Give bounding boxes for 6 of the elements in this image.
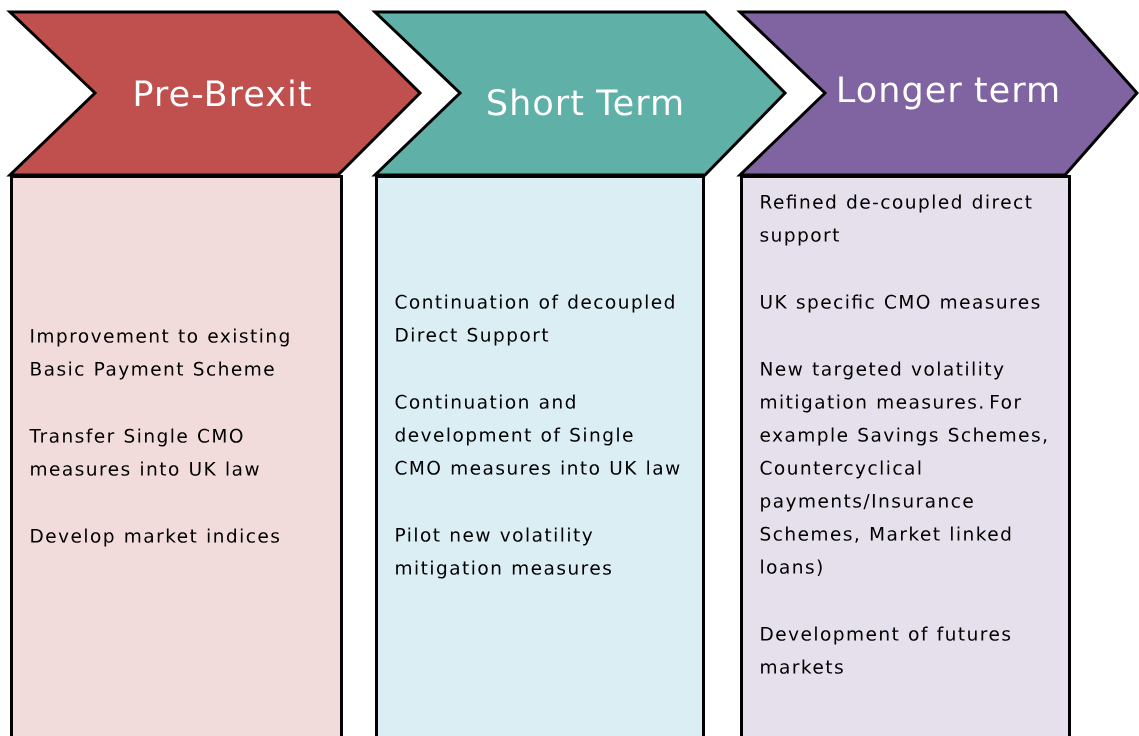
heading-banner: Pre-Brexit <box>6 10 423 177</box>
heading-banner: Short Term <box>371 10 788 177</box>
heading-banner: Longer term <box>736 10 1139 177</box>
column-box: Refined de-coupled direct support UK specific CMO measures New targeted volatility mitigation measures. For example Savings Schemes, Countercyclical payments/Insurance Schemes, Market linked loans) Development of futures markets <box>740 175 1071 736</box>
column-box: Improvement to existing Basic Payment Scheme Transfer Single CMO measures into UK law Develop market indices <box>10 175 343 736</box>
column-box: Continuation of decoupled Direct Support Continuation and development of Single CMO measures into UK law Pilot new volatility mitigation measures <box>375 175 705 736</box>
